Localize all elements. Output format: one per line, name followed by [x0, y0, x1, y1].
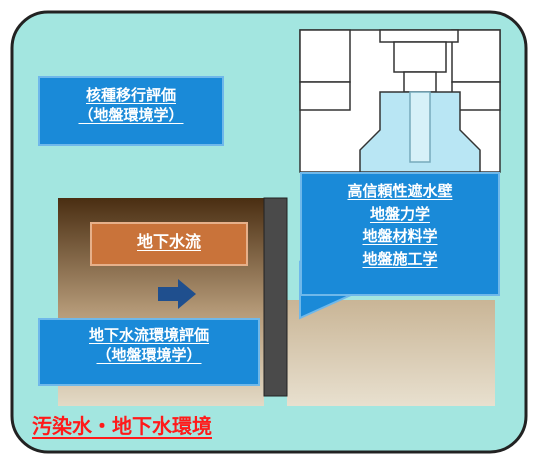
groundwater-env-label: 地下水流環境評価 （地盤環境学） — [38, 326, 260, 365]
nuclide-migration-box — [38, 76, 224, 146]
groundwater-env-line1: 地下水流環境評価 — [88, 326, 209, 344]
cutoff-wall-line4: 地盤施工学 — [362, 249, 438, 268]
nuclide-migration-line2: （地盤環境学） — [78, 105, 184, 124]
cutoff-wall-line1: 高信頼性遮水壁 — [347, 182, 453, 200]
cutoff-wall-line3: 地盤材料学 — [362, 227, 438, 245]
nuclide-migration-label: 核種移行評価 （地盤環境学） — [38, 86, 224, 125]
soil-right — [287, 300, 495, 406]
groundwater-flow-box — [90, 222, 248, 266]
groundwater-flow-label: 地下水流 — [136, 232, 201, 251]
reactor-building — [299, 29, 501, 173]
nuclide-migration-line1: 核種移行評価 — [85, 86, 176, 104]
cutoff-wall — [263, 197, 288, 397]
arrow-right-icon — [158, 279, 196, 309]
cutoff-wall-label: 高信頼性遮水壁 地盤力学 地盤材料学 地盤施工学 — [300, 180, 500, 270]
bottom-title: 汚染水・地下水環境 — [32, 414, 212, 438]
groundwater-env-box — [38, 318, 260, 386]
cutoff-wall-box — [300, 172, 500, 296]
cutoff-wall-line2: 地盤力学 — [369, 204, 430, 223]
groundwater-env-line2: （地盤環境学） — [96, 345, 202, 364]
